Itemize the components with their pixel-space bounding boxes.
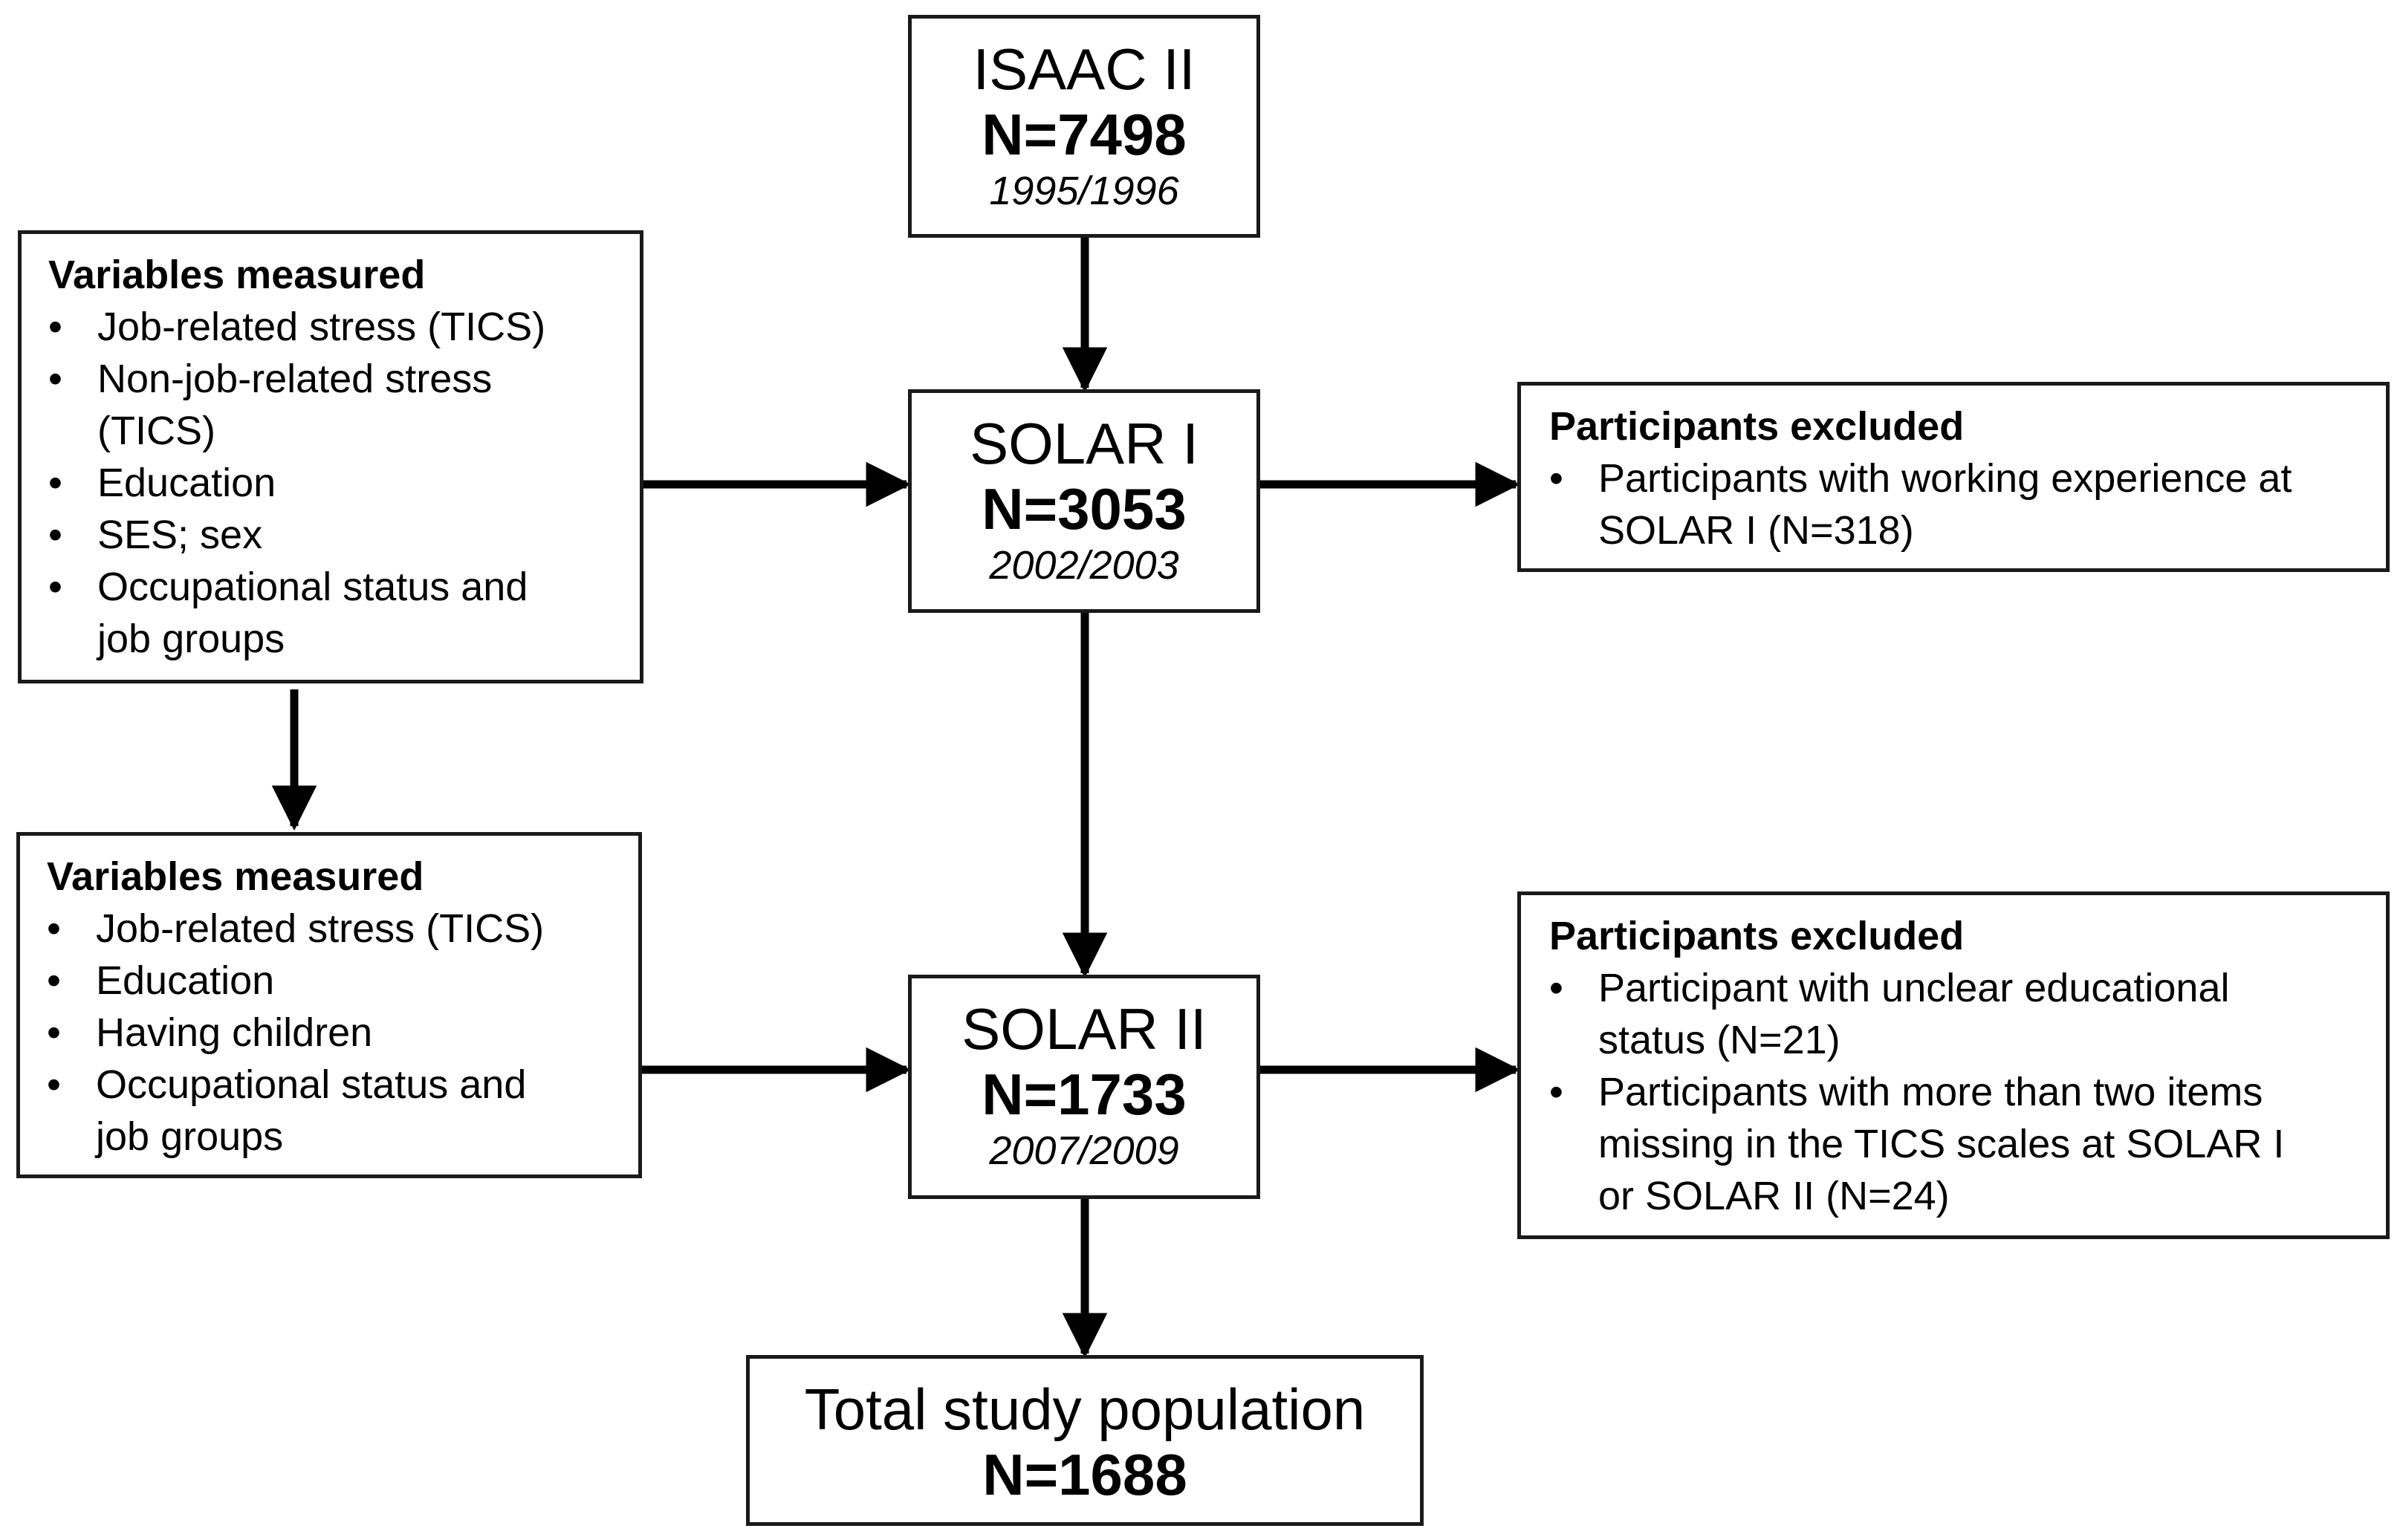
solar1-title: SOLAR I [970, 411, 1199, 476]
solar2-title: SOLAR II [961, 996, 1207, 1062]
list-item-text: Job-related stress (TICS) [97, 305, 546, 349]
bullet-mark: • [48, 513, 62, 557]
bullet-mark: • [48, 461, 62, 505]
variables-heading: Variables measured [48, 253, 426, 297]
total-count: N=1688 [982, 1442, 1187, 1507]
bullet-mark: • [1549, 456, 1563, 501]
list-item-text: job groups [97, 617, 285, 661]
list-item-text: job groups [96, 1114, 284, 1159]
list-item-text: Job-related stress (TICS) [96, 906, 545, 951]
list-item: • Occupational status and job groups [48, 561, 640, 665]
list-item: • Non-job-related stress (TICS) [48, 353, 640, 457]
list-item: • SES; sex [48, 509, 640, 561]
variables-box-1: Variables measured • Job-related stress (… [18, 230, 643, 683]
list-item-text: SES; sex [97, 513, 263, 557]
excluded-heading: Participants excluded [1549, 404, 1965, 449]
list-item: • Job-related stress (TICS) [47, 903, 638, 955]
list-item-text: Occupational status and [97, 565, 528, 609]
list-item-text: Non-job-related stress [97, 357, 493, 401]
bullet-mark: • [48, 565, 62, 609]
isaac-title: ISAAC II [973, 36, 1196, 102]
list-item: • Participant with unclear educational sta… [1549, 962, 2386, 1066]
bullet-mark: • [48, 305, 62, 349]
variables-heading: Variables measured [47, 854, 424, 899]
list-item-text: Participants with working experience at [1598, 456, 2292, 501]
isaac-box: ISAAC II N=7498 1995/1996 [908, 15, 1260, 238]
list-item-text: (TICS) [97, 409, 215, 453]
list-item: • Participants with working experience at… [1549, 452, 2386, 556]
list-item: • Education [47, 955, 638, 1007]
list-item-text: Having children [96, 1010, 373, 1055]
list-item-text: SOLAR I (N=318) [1598, 508, 1914, 553]
list-item: • Participants with more than two items mi… [1549, 1066, 2386, 1222]
list-item-text: or SOLAR II (N=24) [1598, 1174, 1950, 1218]
variables-box-2: Variables measured • Job-related stress (… [16, 832, 642, 1178]
variables-list: • Job-related stress (TICS) • Education • Hav… [47, 903, 638, 1163]
total-title: Total study population [804, 1377, 1366, 1442]
bullet-mark: • [48, 357, 62, 401]
isaac-date: 1995/1996 [989, 169, 1179, 213]
list-item-text: status (N=21) [1598, 1018, 1840, 1062]
total-box: Total study population N=1688 [746, 1355, 1424, 1526]
bullet-mark: • [47, 958, 61, 1003]
list-item-text: Participants with more than two items [1598, 1070, 2263, 1114]
solar1-count: N=3053 [982, 476, 1187, 542]
list-item: • Education [48, 457, 640, 509]
list-item: • Having children [47, 1007, 638, 1059]
excluded-list: • Participants with working experience at… [1549, 452, 2386, 556]
bullet-mark: • [1549, 966, 1563, 1010]
isaac-count: N=7498 [982, 102, 1187, 167]
variables-list: • Job-related stress (TICS) • Non-job-relat… [48, 301, 640, 665]
excluded-box-1: Participants excluded • Participants with… [1517, 382, 2390, 572]
solar1-date: 2002/2003 [989, 543, 1179, 588]
excluded-list: • Participant with unclear educational sta… [1549, 962, 2386, 1222]
list-item-text: Participant with unclear educational [1598, 966, 2230, 1010]
list-item-text: Education [97, 461, 276, 505]
solar1-box: SOLAR I N=3053 2002/2003 [908, 389, 1260, 613]
bullet-mark: • [1549, 1070, 1563, 1114]
list-item: • Occupational status and job groups [47, 1059, 638, 1163]
solar2-box: SOLAR II N=1733 2007/2009 [908, 975, 1260, 1199]
excluded-heading: Participants excluded [1549, 914, 1965, 958]
list-item-text: Education [96, 958, 275, 1003]
list-item-text: Occupational status and [96, 1062, 527, 1107]
solar2-count: N=1733 [982, 1062, 1187, 1127]
solar2-date: 2007/2009 [989, 1128, 1179, 1173]
bullet-mark: • [47, 1062, 61, 1107]
bullet-mark: • [47, 906, 61, 951]
excluded-box-2: Participants excluded • Participant with … [1517, 891, 2390, 1239]
list-item: • Job-related stress (TICS) [48, 301, 640, 353]
bullet-mark: • [47, 1010, 61, 1055]
list-item-text: missing in the TICS scales at SOLAR I [1598, 1122, 2285, 1166]
